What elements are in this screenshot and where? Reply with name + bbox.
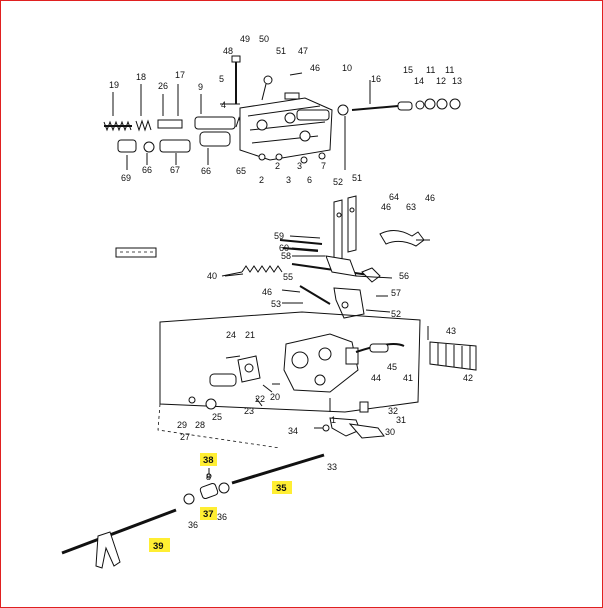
callout-22: 22 — [255, 394, 265, 404]
callout-34: 34 — [288, 426, 298, 436]
callout-38-highlighted: 38 — [203, 455, 214, 466]
callout-29: 29 — [177, 420, 187, 430]
callout-46: 46 — [310, 63, 320, 73]
callout-10: 10 — [342, 63, 352, 73]
callout-40: 40 — [207, 271, 217, 281]
callout-12: 12 — [436, 76, 446, 86]
callout-57: 57 — [391, 288, 401, 298]
callout-35-highlighted: 35 — [276, 483, 287, 494]
callout-27: 27 — [180, 432, 190, 442]
callout-63: 63 — [406, 202, 416, 212]
shift-rod-39 — [61, 508, 177, 555]
callout-7: 7 — [321, 161, 326, 171]
highlight-35-bg — [272, 481, 292, 494]
callout-21: 21 — [245, 330, 255, 340]
highlight-38-bg — [200, 453, 217, 466]
callout-52: 52 — [391, 309, 401, 319]
callout-3: 3 — [286, 175, 291, 185]
callout-58: 58 — [281, 251, 291, 261]
callout-45: 45 — [387, 362, 397, 372]
highlight-37-bg — [200, 507, 217, 520]
callout-16: 16 — [371, 74, 381, 84]
callout-51: 51 — [352, 173, 362, 183]
callout-56: 56 — [399, 271, 409, 281]
callout-24: 24 — [226, 330, 236, 340]
callout-19: 19 — [109, 80, 119, 90]
callout-46: 46 — [262, 287, 272, 297]
callout-3: 3 — [297, 161, 302, 171]
callout-43: 43 — [446, 326, 456, 336]
callout-69: 69 — [121, 173, 131, 183]
callout-41: 41 — [403, 373, 413, 383]
callout-11: 11 — [426, 65, 435, 75]
callout-11: 11 — [445, 65, 454, 75]
highlighted-callouts: 38 35 37 39 — [149, 453, 292, 552]
callout-52: 52 — [333, 177, 343, 187]
callout-48: 48 — [223, 46, 233, 56]
callout-42: 42 — [463, 373, 473, 383]
callout-8: 8 — [206, 472, 211, 482]
callout-6: 6 — [307, 175, 312, 185]
callout-39-highlighted: 39 — [153, 541, 164, 552]
callout-66: 66 — [201, 166, 211, 176]
callout-15: 15 — [403, 65, 413, 75]
callout-59: 59 — [274, 231, 284, 241]
callout-50: 50 — [259, 34, 269, 44]
callout-51: 51 — [276, 46, 286, 56]
callout-labels: 49 50 48 51 47 46 10 16 15 11 11 19 18 1… — [109, 34, 473, 530]
callout-25: 25 — [212, 412, 222, 422]
callout-4: 4 — [221, 100, 226, 110]
callout-5: 5 — [219, 74, 224, 84]
callout-17: 17 — [175, 70, 185, 80]
callout-36: 36 — [188, 520, 198, 530]
callout-66: 66 — [142, 165, 152, 175]
callout-33: 33 — [327, 462, 337, 472]
callout-28: 28 — [195, 420, 205, 430]
callout-44: 44 — [371, 373, 381, 383]
highlight-39-bg — [149, 538, 170, 552]
reference-box — [115, 247, 157, 258]
callout-46: 46 — [381, 202, 391, 212]
callout-65: 65 — [236, 166, 246, 176]
callout-23: 23 — [244, 406, 254, 416]
callout-36: 36 — [217, 512, 227, 522]
lower-assembly — [157, 311, 477, 449]
callout-47: 47 — [298, 46, 308, 56]
callout-67: 67 — [170, 165, 180, 175]
callout-32: 32 — [388, 406, 398, 416]
shift-rods — [61, 453, 325, 569]
top-assembly — [103, 55, 461, 170]
callout-53: 53 — [271, 299, 281, 309]
callout-30: 30 — [385, 427, 395, 437]
middle-assembly — [221, 195, 430, 319]
washer-36 — [183, 493, 195, 505]
callout-46: 46 — [425, 193, 435, 203]
sleeve-37 — [199, 482, 219, 500]
callout-31: 31 — [396, 415, 406, 425]
callout-9: 9 — [198, 82, 203, 92]
callout-64: 64 — [389, 192, 399, 202]
callout-37-highlighted: 37 — [203, 509, 214, 520]
callout-1: 1 — [331, 415, 336, 425]
callout-2: 2 — [275, 161, 280, 171]
shift-rod-35 — [231, 453, 325, 485]
callout-60: 60 — [279, 243, 289, 253]
callout-14: 14 — [414, 76, 424, 86]
callout-26: 26 — [158, 81, 168, 91]
callout-55: 55 — [283, 272, 293, 282]
callout-2: 2 — [259, 175, 264, 185]
callout-18: 18 — [136, 72, 146, 82]
callout-20: 20 — [270, 392, 280, 402]
callout-49: 49 — [240, 34, 250, 44]
callout-13: 13 — [452, 76, 462, 86]
